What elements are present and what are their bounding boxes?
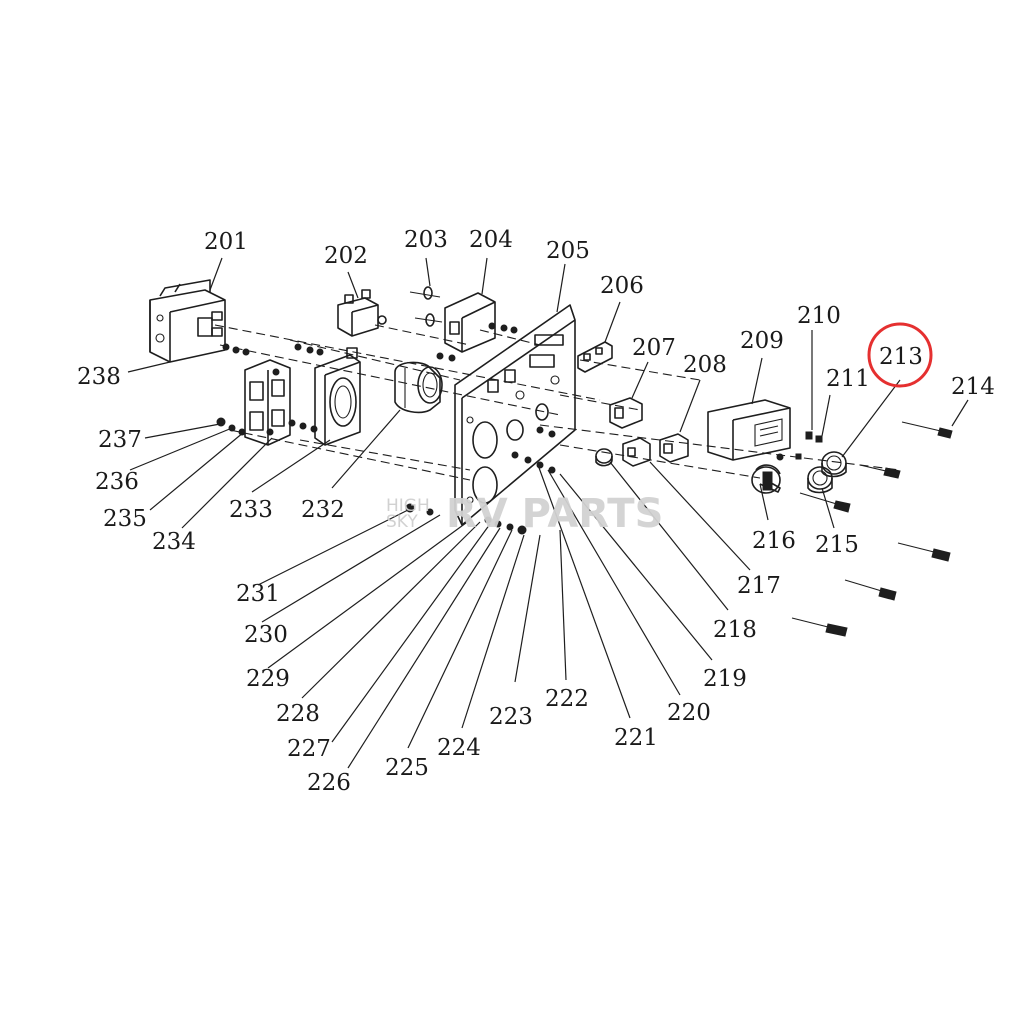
callout-217: 217 <box>737 573 781 599</box>
watermark-line2: SKY <box>386 512 418 532</box>
callout-211: 211 <box>826 366 870 392</box>
callout-228: 228 <box>276 701 320 727</box>
callout-220: 220 <box>667 700 711 726</box>
part-receptacle-234 <box>244 359 291 446</box>
callout-216: 216 <box>752 528 796 554</box>
callout-225: 225 <box>385 755 429 781</box>
part-breaker-238 <box>149 279 226 363</box>
callout-227: 227 <box>287 736 331 762</box>
callout-234: 234 <box>152 529 196 555</box>
callout-226: 226 <box>307 770 351 796</box>
callout-202: 202 <box>324 243 368 269</box>
part-panel-plate-205 <box>454 304 576 526</box>
callout-233: 233 <box>229 497 273 523</box>
part-twistlock-232 <box>314 347 361 446</box>
callout-223: 223 <box>489 704 533 730</box>
callout-230: 230 <box>244 622 288 648</box>
part-switch-207 <box>609 397 643 429</box>
callout-238: 238 <box>77 364 121 390</box>
callout-213: 213 <box>879 344 923 370</box>
callout-215: 215 <box>815 532 859 558</box>
callout-231: 231 <box>236 581 280 607</box>
callout-210: 210 <box>797 303 841 329</box>
callout-206: 206 <box>600 273 644 299</box>
highlight-ring-213 <box>867 322 933 388</box>
callout-204: 204 <box>469 227 513 253</box>
part-bracket-206 <box>577 341 613 373</box>
part-connector-213 <box>821 451 847 478</box>
callout-labels: 201 202 203 204 205 206 207 208 209 210 … <box>77 227 995 796</box>
callout-209: 209 <box>740 328 784 354</box>
part-cap-216 <box>751 464 781 494</box>
part-switch-208 <box>659 433 689 463</box>
callout-201: 201 <box>204 229 248 255</box>
callout-221: 221 <box>614 725 658 751</box>
callout-218: 218 <box>713 617 757 643</box>
part-cover-209 <box>707 399 791 461</box>
watermark-line1: HIGH <box>386 496 430 516</box>
watermark: HIGH SKY RV PARTS <box>386 491 663 537</box>
callout-232: 232 <box>301 497 345 523</box>
callout-214: 214 <box>951 374 995 400</box>
callout-205: 205 <box>546 238 590 264</box>
watermark-brand: RV PARTS <box>446 491 663 537</box>
callout-203: 203 <box>404 227 448 253</box>
hardware-screws <box>216 322 953 637</box>
callout-219: 219 <box>703 666 747 692</box>
callout-207: 207 <box>632 335 676 361</box>
callout-224: 224 <box>437 735 481 761</box>
part-switch-217 <box>622 437 651 467</box>
callout-235: 235 <box>103 506 147 532</box>
callout-236: 236 <box>95 469 139 495</box>
callout-237: 237 <box>98 427 142 453</box>
part-connector-215 <box>807 466 833 494</box>
leader-lines <box>127 257 969 769</box>
part-box-204 <box>409 286 496 353</box>
callout-208: 208 <box>683 352 727 378</box>
callout-222: 222 <box>545 686 589 712</box>
part-switch-202 <box>337 289 387 337</box>
callout-229: 229 <box>246 666 290 692</box>
part-round-receptacle <box>394 361 443 414</box>
part-knob-218 <box>595 448 613 467</box>
